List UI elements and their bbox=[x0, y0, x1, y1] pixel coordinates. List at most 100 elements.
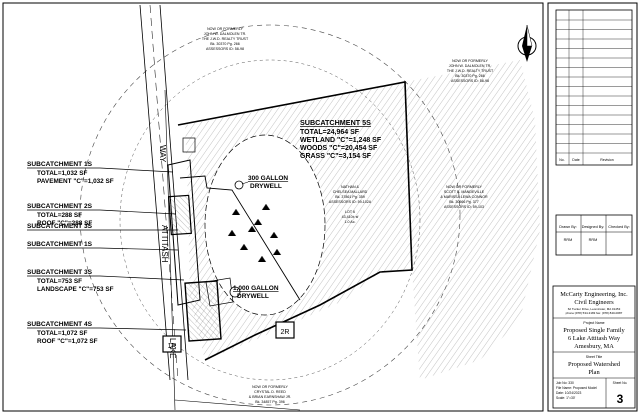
abutter-note-line: & BRIAN EARNSHAW JR. bbox=[249, 395, 291, 399]
drawn-by-value: RRM bbox=[564, 238, 573, 242]
lawn-area bbox=[204, 134, 326, 316]
left-subcatchment-title: SUBCATCHMENT 3S bbox=[27, 269, 93, 276]
sheet-title-line-1: Proposed Watershed bbox=[568, 361, 621, 368]
road-label-lake: LAKE bbox=[168, 338, 177, 358]
firm-box bbox=[552, 285, 636, 409]
abutter-note-line: NOW OR FORMERLY bbox=[252, 385, 288, 389]
site-plan: 1R 2R WAY ATTITASH LAKE bbox=[79, 4, 540, 411]
left-subcatchment-title: SUBCATCHMENT 2S bbox=[27, 203, 93, 210]
subcatchment-5s-title: SUBCATCHMENT 5S bbox=[300, 118, 371, 127]
firm-name: McCarty Engineering, Inc. bbox=[560, 291, 628, 298]
owner-line: ASSESSORS ID: 59-102A bbox=[329, 200, 372, 204]
rev-header-revision: Revision bbox=[600, 158, 613, 162]
left-subcatchment-title: SUBCATCHMENT 1S bbox=[27, 161, 93, 168]
owner-line: Bk. 37861 Pg. 359 bbox=[335, 195, 365, 199]
abutter-note-line: JOHN W. DALMOLEN TR. bbox=[449, 64, 491, 68]
title-block: No. Date Revision Drawn By: Designed By:… bbox=[552, 9, 636, 409]
project-line-1: Proposed Single Family bbox=[563, 327, 625, 334]
subcatchment-5s-line: TOTAL=24,964 SF bbox=[300, 129, 360, 136]
abutter-note-line: Bk. 30370 Pg. 266 bbox=[455, 74, 485, 78]
abutter-note-line: Bk. 34857 Pg. 396 bbox=[255, 400, 285, 404]
abutter-note-line: & MARISSA LEWA CONNOR bbox=[440, 195, 488, 199]
revision-table bbox=[555, 9, 633, 166]
svg-text:1R: 1R bbox=[168, 343, 177, 350]
drywell-300-title: 300 GALLON bbox=[248, 175, 288, 182]
file-name: File Name: Proposed Model bbox=[556, 386, 597, 390]
subcatchment-5s-line: WOODS "C"=20,454 SF bbox=[300, 145, 378, 152]
left-subcatchment-line: ROOF "C"=1,072 SF bbox=[37, 338, 98, 345]
left-subcatchment-title: SUBCATCHMENT 3S bbox=[27, 223, 93, 230]
drawn-by-label: Drawn By: bbox=[559, 225, 577, 229]
road-edges bbox=[139, 4, 189, 381]
owner-line: CHELSEA MALLARD bbox=[333, 190, 368, 194]
reach-tag-2r: 2R bbox=[275, 321, 295, 339]
garage-footprint bbox=[168, 194, 192, 236]
property-line bbox=[177, 81, 413, 361]
plan-date: Date: 10/24/2023 bbox=[556, 391, 581, 395]
reach-tag-1r: 1R bbox=[162, 335, 182, 353]
north-arrow-icon bbox=[517, 24, 537, 62]
drawing-border bbox=[2, 2, 544, 412]
project-line-2: 6 Lake Attitash Way bbox=[568, 335, 621, 342]
sheet-no-label: Sheet No. bbox=[613, 381, 628, 385]
left-subcatchment-line: TOTAL=1,072 SF bbox=[37, 330, 87, 337]
abutter-note-line: SCOTT B. MANDEVILLE bbox=[444, 190, 485, 194]
left-subcatchment-title: SUBCATCHMENT 4S bbox=[27, 321, 93, 328]
drywell-1000-symbol bbox=[229, 286, 241, 298]
left-subcatchment-title: SUBCATCHMENT 1S bbox=[27, 241, 93, 248]
sign-box bbox=[555, 214, 633, 256]
abutter-note-line: NOW OR FORMERLY bbox=[207, 27, 243, 31]
sheet-number: 3 bbox=[617, 392, 624, 406]
revision-rows bbox=[556, 19, 632, 154]
rev-header-no: No. bbox=[559, 158, 564, 162]
designed-by-label: Designed By: bbox=[582, 225, 605, 229]
project-line-3: Amesbury, MA bbox=[574, 343, 614, 350]
owner-line: 43,410± sf bbox=[342, 215, 359, 219]
sheet-title-label: Sheet Title bbox=[586, 355, 603, 359]
drywell-300-sub: DRYWELL bbox=[250, 183, 282, 190]
left-subcatchment-line: ROOF "C"=288 SF bbox=[37, 220, 92, 227]
firm-phone: phone:(978) 534-3183 fax: (978) 840-0087 bbox=[566, 311, 623, 315]
contour-outer bbox=[79, 24, 461, 406]
deck bbox=[205, 277, 234, 307]
owner-line: LOT 6 bbox=[345, 210, 355, 214]
abutter-note-line: THE J.W.D. REALTY TRUST bbox=[447, 69, 494, 73]
abutter-note-line: CRYSTAL D. REED bbox=[254, 390, 286, 394]
subcatchment-5s-line: GRASS "C"=3,154 SF bbox=[300, 153, 372, 160]
left-subcatchment-line: PAVEMENT "C"=1,032 SF bbox=[37, 178, 114, 185]
abutter-note-line: NOW OR FORMERLY bbox=[452, 59, 488, 63]
subcatchment-boundary bbox=[179, 175, 301, 301]
subcatchment-5s-line: WETLAND "C"=1,248 SF bbox=[300, 137, 382, 144]
road-label-attitash: ATTITASH bbox=[160, 225, 169, 263]
rev-header-date: Date bbox=[572, 158, 579, 162]
abutter-note-line: THE J.W.D. REALTY TRUST bbox=[202, 37, 249, 41]
firm-address: 62 Tucker Drive, Leominster, MA 01453 bbox=[568, 307, 621, 311]
abutter-note-line: ASSESSORS ID: 59-103 bbox=[444, 205, 484, 209]
owner-line: 1.0 Ac. bbox=[345, 220, 356, 224]
svg-text:2R: 2R bbox=[281, 329, 290, 336]
abutter-note-line: JOHN W. DALMOLEN TR. bbox=[204, 32, 246, 36]
left-subcatchment-line: TOTAL=753 SF bbox=[37, 278, 82, 285]
house-footprint bbox=[184, 280, 222, 342]
plan-scale: Scale: 1"=30' bbox=[556, 396, 576, 400]
left-subcatchment-line: LANDSCAPE "C"=753 SF bbox=[37, 286, 114, 293]
drywell-1000-sub: DRYWELL bbox=[237, 293, 269, 300]
abutter-note-line: NOW OR FORMERLY bbox=[446, 185, 482, 189]
left-subcatchment-line: TOTAL=1,032 SF bbox=[37, 170, 87, 177]
job-no: Job No: 330 bbox=[556, 381, 574, 385]
left-subcatchment-line: TOTAL=288 SF bbox=[37, 212, 82, 219]
checked-by-label: Checked By: bbox=[608, 225, 630, 229]
lawn-symbols bbox=[227, 203, 282, 263]
project-name-label: Project Name bbox=[583, 321, 604, 325]
road-centerline bbox=[149, 4, 179, 381]
designed-by-value: RRM bbox=[589, 238, 598, 242]
abutter-note-line: Bk. 30566 Pg. 377 bbox=[449, 200, 479, 204]
abutter-note-line: Bk. 30370 Pg. 266 bbox=[210, 42, 240, 46]
contour-mid bbox=[119, 59, 421, 381]
